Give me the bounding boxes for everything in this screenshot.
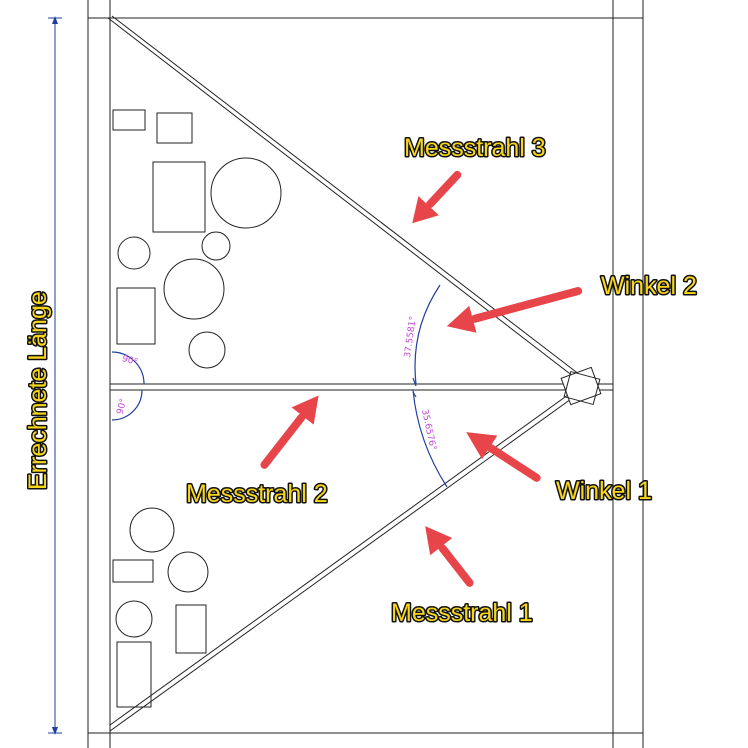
red-arrows (260, 170, 583, 587)
label-messstrahl-3: Messstrahl 3 (404, 134, 546, 162)
angle-lower-label: 35.6576° (419, 409, 437, 452)
arrow-messstrahl-1 (425, 526, 474, 587)
right-angle-top-label: 90° (121, 354, 139, 368)
angle-arcs (412, 284, 448, 488)
label-errechnete-laenge: Errechnete Länge (24, 291, 52, 490)
laser-device-icon (560, 366, 602, 406)
label-messstrahl-2: Messstrahl 2 (186, 480, 328, 508)
arrow-messstrahl-2 (260, 395, 319, 469)
furniture-lower (112, 507, 209, 708)
label-winkel-2: Winkel 2 (601, 272, 697, 300)
label-winkel-1: Winkel 1 (556, 477, 652, 505)
measuring-beams (107, 15, 613, 732)
arrow-winkel-2 (446, 287, 583, 333)
right-angle-bottom-label: 90° (116, 398, 130, 416)
right-angle-markers: 90° 90° (111, 351, 145, 421)
messstrahl-3-beam (107, 17, 579, 381)
length-dimension-line (48, 16, 62, 735)
arrow-winkel-1 (466, 432, 541, 482)
angle-arc-upper (414, 284, 441, 385)
furniture-upper (112, 109, 282, 369)
angle-upper-label: 37.5581° (403, 316, 419, 359)
messstrahl-1-beam (109, 393, 579, 732)
angle-arc-lower (412, 389, 448, 488)
label-messstrahl-1: Messstrahl 1 (391, 599, 533, 627)
arrow-messstrahl-3 (412, 170, 462, 224)
room-walls (87, 0, 644, 748)
